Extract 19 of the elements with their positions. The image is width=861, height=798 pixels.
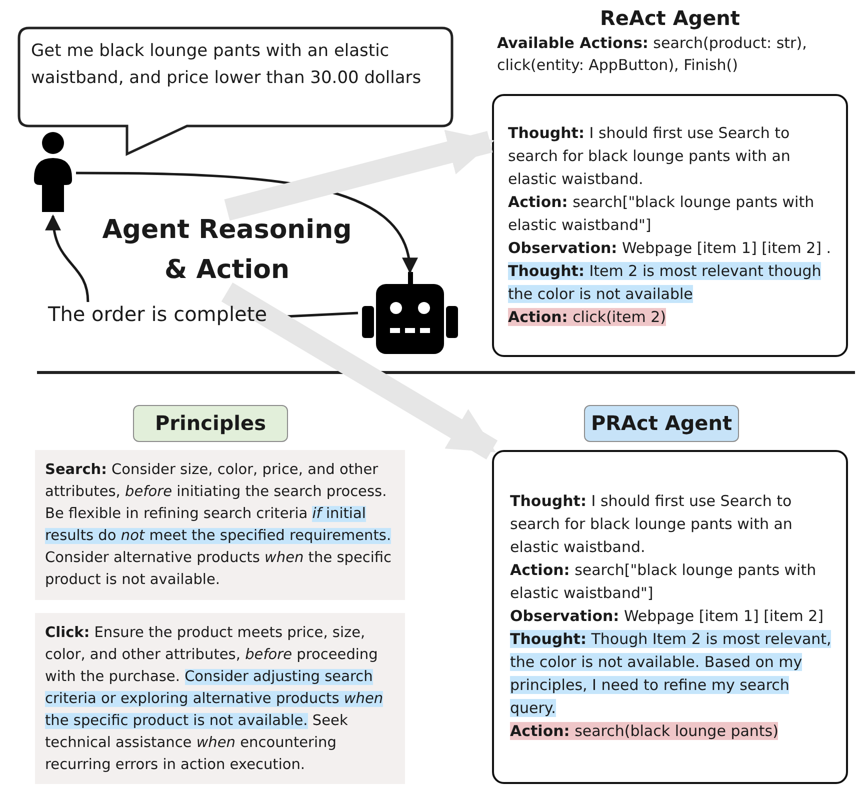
trace-panel [492,450,848,784]
curved-arrow [76,172,416,274]
principle-text: Search: Consider size, color, price, and other attributes, before initiating the search process. Be flexible in refining search criteria if initial results do not meet the specified requirements. Consider alternative products when the specific product is not available. [45,461,393,590]
status-text: The order is complete [48,302,268,326]
curved-arrow [46,214,90,302]
trace-line: Thought: I should first use Search to search for black lounge pants with an elastic waistband. [510,491,794,558]
trace-line: Action: search["black lounge pants with elastic waistband"] [510,560,818,604]
principle-text: Click: Ensure the product meets price, size, color, and other attributes, before proceeding with the purchase. Consider adjusting search criteria or exploring alternative products when the specific product is not available. Seek technical assistance when encountering recurring errors in action execution. [45,624,384,775]
panel-heading: ReAct Agent [599,5,741,32]
trace-line: Observation: Webpage [item 1] [item 2] . [508,238,832,259]
trace-line: Thought: I should first use Search to search for black lounge pants with an elastic waistband. [508,123,792,190]
reasoning-label: Agent Reasoning & Action [101,214,353,287]
heading-tag: PRAct Agent [584,405,739,442]
trace-line: Action: search["black lounge pants with elastic waistband"] [508,192,816,236]
heading-tag: Principles [133,405,288,442]
wide-arrow [224,130,494,221]
available-actions-text: Available Actions: search(product: str), click(entity: AppButton), Finish() [496,33,808,76]
speech-text: Get me black lounge pants with an elastic waistband, and price lower than 30.00 dollars [31,40,422,90]
trace-line: Observation: Webpage [item 1] [item 2] [510,606,824,627]
